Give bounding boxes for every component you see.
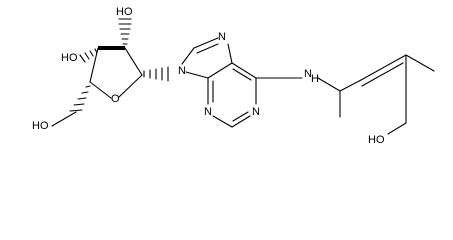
bond-n9-c8 — [181, 47, 195, 65]
bond-c5-o5 — [51, 111, 77, 127]
label-ho-c5: HO — [32, 120, 49, 132]
label-ring-o: O — [111, 93, 120, 105]
hashed-bond-c1-n9 — [143, 66, 169, 82]
label-ho-c3: HO — [61, 52, 78, 64]
label-nh-h: H — [311, 73, 319, 85]
ribose-ring — [89, 46, 143, 99]
bond-c6-c5 — [231, 62, 257, 79]
side-chain-bonds — [317, 54, 435, 135]
label-nh-n: N — [304, 68, 312, 80]
bond-c2-n1-double — [232, 111, 249, 122]
label-ho-chain: HO — [368, 134, 385, 146]
label-ho-c2: HO — [116, 6, 133, 18]
bond-c6-c5-double — [232, 68, 252, 81]
label-n1: N — [252, 106, 260, 118]
bond-c2-c3-bold — [98, 46, 125, 50]
bond-c8-n7 — [193, 37, 219, 49]
label-n9: N — [178, 65, 186, 77]
purine-bonds — [181, 37, 303, 128]
bond-c2-n1 — [231, 115, 251, 128]
hashed-bond-c4-c5 — [69, 85, 91, 112]
bond-ch2-oh — [387, 122, 407, 135]
bond-c3-c4 — [89, 47, 99, 83]
bond-ch-ch2 — [339, 79, 362, 92]
bond-alkene — [360, 54, 407, 81]
hashed-bond-c3-oh — [79, 48, 98, 63]
bond-c2-c1 — [124, 47, 143, 76]
bond-alkene-double — [361, 62, 404, 87]
bond-c-methyl — [405, 54, 435, 72]
bond-nh-ch — [317, 77, 341, 92]
bond-o4-c4 — [89, 81, 112, 99]
bond-n7-c5 — [227, 43, 233, 64]
bond-c4-n9 — [185, 71, 209, 79]
bond-c8-n7-double — [196, 43, 219, 54]
bond-n3-c2 — [212, 115, 233, 128]
bond-c5-c4 — [207, 62, 233, 79]
label-n3: N — [204, 106, 212, 118]
molecule-structure-diagram: HO HO O HO N N N N N H HO — [32, 6, 435, 146]
bond-c1-o4 — [118, 74, 143, 98]
label-n7: N — [218, 31, 226, 43]
hashed-bond-c2-oh — [118, 18, 132, 45]
